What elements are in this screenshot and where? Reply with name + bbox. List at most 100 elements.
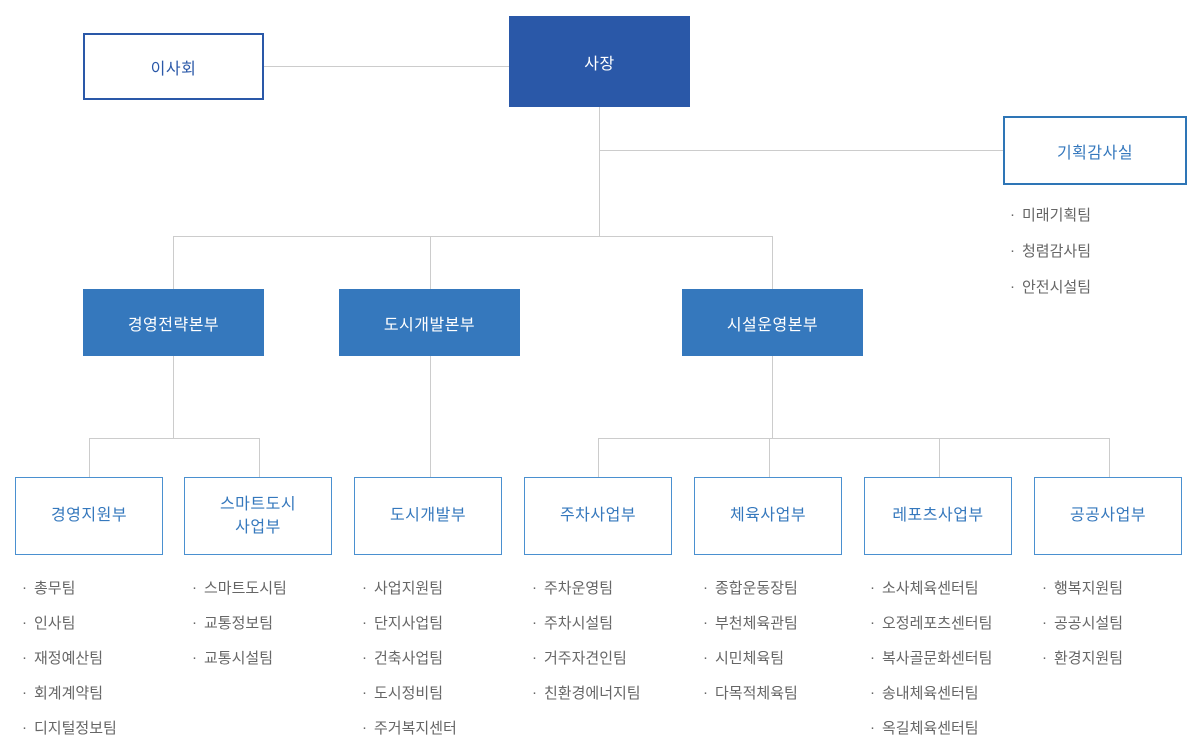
board-of-directors-label: 이사회 (150, 60, 197, 78)
team-label: 재정예산팀 (34, 650, 104, 667)
team-label: 스마트도시팀 (204, 580, 287, 597)
bullet-dot: · (22, 649, 27, 666)
team-label: 환경지원팀 (1054, 650, 1124, 667)
dept-team-list: ·사업지원팀·단지사업팀·건축사업팀·도시정비팀·주거복지센터 (362, 570, 457, 745)
team-item: ·종합운동장팀 (703, 570, 798, 605)
connector-drop-division-2 (430, 236, 431, 289)
team-item: · 사업지원팀 (362, 570, 457, 605)
team-label: 인사팀 (34, 615, 76, 632)
bullet-dot: · (362, 649, 367, 666)
team-item: ·공공시설팀 (1042, 605, 1123, 640)
bullet-dot: · (1042, 614, 1047, 631)
dept-label: 스마트도시 사업부 (219, 495, 297, 536)
dept-label: 주차사업부 (559, 507, 637, 525)
bullet-dot: · (362, 614, 367, 631)
team-item: ·복사골문화센터팀 (870, 640, 992, 675)
dept-team-list: ·주차운영팀·주차시설팀·거주자견인팀·친환경에너지팀 (532, 570, 641, 710)
team-item: ·주차시설팀 (532, 605, 641, 640)
division-box-management-strategy: 경영전략본부 (83, 289, 264, 356)
dept-team-list: ·종합운동장팀·부천체육관팀·시민체육팀·다목적체육팀 (703, 570, 798, 710)
dept-label: 도시개발부 (389, 507, 467, 525)
dept-box-leisure-sports: 레포츠사업부 (864, 477, 1012, 555)
dept-label: 공공사업부 (1069, 507, 1147, 525)
team-label: 소사체육센터팀 (882, 580, 979, 597)
connector-division1-stem (173, 356, 174, 438)
team-item: · 소사체육센터팀 (870, 570, 992, 605)
team-label: 다목적체육팀 (715, 685, 798, 702)
bullet-dot: · (1010, 277, 1015, 295)
dept-label: 체육사업부 (729, 507, 807, 525)
dept-team-list: ·총무팀·인사팀·재정예산팀·회계계약팀·디지털정보팀 (22, 570, 117, 745)
team-item: ·옥길체육센터팀 (870, 710, 992, 745)
connector-drop-dept-4 (598, 438, 599, 477)
connector-drop-division-1 (173, 236, 174, 289)
team-label: 오정레포츠센터팀 (882, 615, 993, 632)
bullet-dot: · (870, 614, 875, 631)
dept-label: 경영지원부 (50, 507, 128, 525)
bullet-dot: · (870, 719, 875, 736)
team-label: 건축사업팀 (374, 650, 444, 667)
bullet-dot: · (362, 684, 367, 701)
team-item: ·교통정보팀 (192, 605, 287, 640)
connector-president-audit (599, 150, 1003, 151)
connector-drop-dept-6 (939, 438, 940, 477)
audit-office-team-list: · 미래기획팀 · 청렴감사팀 ·안전시설팀 (1010, 196, 1091, 304)
bullet-dot: · (22, 719, 27, 736)
connector-president-trunk (599, 107, 600, 236)
bullet-dot: · (362, 579, 367, 596)
team-item: · 다목적체육팀 (703, 675, 798, 710)
team-item: · 행복지원팀 (1042, 570, 1123, 605)
connector-drop-dept-3 (430, 356, 431, 477)
dept-box-urban-development: 도시개발부 (354, 477, 502, 555)
bullet-dot: · (22, 579, 27, 596)
team-item: · 건축사업팀 (362, 640, 457, 675)
bullet-dot: · (1042, 649, 1047, 666)
team-label: 주차운영팀 (544, 580, 614, 597)
connector-board-president (264, 66, 509, 67)
connector-drop-division-3 (772, 236, 773, 289)
team-label: 회계계약팀 (34, 685, 104, 702)
team-item: · 디지털정보팀 (22, 710, 117, 745)
president-box: 사장 (509, 16, 690, 107)
team-item: · 청렴감사팀 (1010, 232, 1091, 268)
team-item: ·단지사업팀 (362, 605, 457, 640)
team-item: ·스마트도시팀 (192, 570, 287, 605)
team-item: ·친환경에너지팀 (532, 675, 641, 710)
team-item: · 주차운영팀 (532, 570, 641, 605)
team-label: 사업지원팀 (374, 580, 444, 597)
team-label: 총무팀 (34, 580, 76, 597)
bullet-dot: · (22, 614, 27, 631)
bullet-dot: · (1042, 579, 1047, 596)
dept-box-smart-city: 스마트도시 사업부 (184, 477, 332, 555)
team-label: 친환경에너지팀 (544, 685, 641, 702)
audit-office-box: 기획감사실 (1003, 116, 1187, 185)
bullet-dot: · (1010, 241, 1015, 259)
dept-label: 레포츠사업부 (892, 507, 984, 525)
bullet-dot: · (532, 649, 537, 666)
bullet-dot: · (192, 614, 197, 631)
team-label: 시민체육팀 (715, 650, 785, 667)
division-box-facility-operation: 시설운영본부 (682, 289, 863, 356)
team-label: 청렴감사팀 (1022, 242, 1092, 260)
team-label: 송내체육센터팀 (882, 685, 979, 702)
team-item: ·도시정비팀 (362, 675, 457, 710)
team-item: · 재정예산팀 (22, 640, 117, 675)
bullet-dot: · (1010, 205, 1015, 223)
bullet-dot: · (532, 579, 537, 596)
bullet-dot: · (703, 579, 708, 596)
team-item: · 부천체육관팀 (703, 605, 798, 640)
team-label: 행복지원팀 (1054, 580, 1124, 597)
team-item: ·시민체육팀 (703, 640, 798, 675)
team-item: ·안전시설팀 (1010, 268, 1091, 304)
team-item: ·주거복지센터 (362, 710, 457, 745)
bullet-dot: · (703, 684, 708, 701)
team-item: · 환경지원팀 (1042, 640, 1123, 675)
dept-box-sports: 체육사업부 (694, 477, 842, 555)
connector-division1-rail (89, 438, 259, 439)
team-label: 부천체육관팀 (715, 615, 798, 632)
team-label: 디지털정보팀 (34, 720, 117, 737)
team-label: 미래기획팀 (1022, 206, 1092, 224)
bullet-dot: · (703, 614, 708, 631)
bullet-dot: · (870, 579, 875, 596)
team-label: 복사골문화센터팀 (882, 650, 993, 667)
